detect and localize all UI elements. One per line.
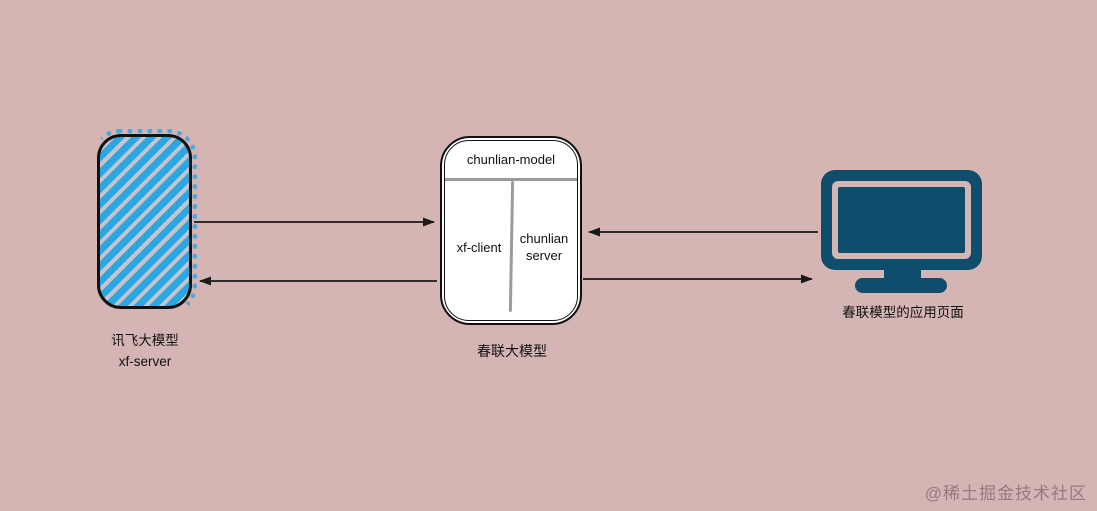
- xf-server-label-line2: xf-server: [118, 353, 172, 369]
- node-chunlian-model-inner-border: chunlian-model xf-client chunlian server: [444, 140, 578, 321]
- chunlian-model-cell-xf-client: xf-client: [456, 240, 502, 255]
- xf-server-label-line1: 讯飞大模型: [111, 333, 179, 348]
- chunlian-model-cell-chunlian-server: chunlian server: [519, 231, 569, 263]
- node-xf-server: [92, 129, 197, 314]
- app-page-caption: 春联模型的应用页面: [842, 305, 964, 320]
- chunlian-model-title: chunlian-model: [445, 141, 577, 181]
- monitor-icon: [821, 170, 982, 293]
- watermark: @稀土掘金技术社区: [924, 484, 1087, 503]
- chunlian-model-vertical-divider: [508, 181, 515, 312]
- node-xf-server-label: 讯飞大模型 xf-server: [85, 331, 205, 373]
- node-chunlian-model: chunlian-model xf-client chunlian server: [440, 136, 582, 325]
- chunlian-model-caption: 春联大模型: [477, 343, 547, 359]
